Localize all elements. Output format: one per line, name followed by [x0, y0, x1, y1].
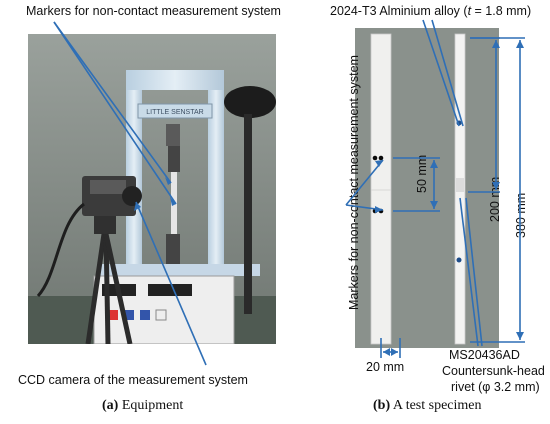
- rivet-label-line2: Countersunk-head: [442, 364, 545, 378]
- camera-label: CCD camera of the measurement system: [18, 373, 248, 387]
- markers-label-left: Markers for non-contact measurement syst…: [26, 4, 281, 18]
- alloy-label: 2024-T3 Alminium alloy (t = 1.8 mm): [330, 4, 532, 18]
- caption-equipment: (a) Equipment: [102, 398, 184, 413]
- equipment-photo: LITTLE SENSTAR: [28, 34, 276, 345]
- width-label: 20 mm: [366, 360, 405, 374]
- equipment-illustration: LITTLE SENSTAR: [28, 34, 276, 345]
- specimen-illustration: [355, 28, 499, 348]
- rivet-label-line1: MS20436AD: [449, 348, 520, 362]
- alloy-leader-1: [422, 19, 460, 127]
- rivet-label-line3: rivet (φ 3.2 mm): [451, 380, 540, 394]
- specimen-photo: [355, 28, 499, 348]
- camera-leader: [135, 201, 207, 366]
- markers-leader-upper: [53, 21, 172, 184]
- alloy-leader-2: [431, 19, 464, 127]
- rivet-leader-2: [465, 197, 483, 347]
- caption-specimen: (b) A test specimen: [373, 398, 482, 413]
- machine-brand-text: LITTLE SENSTAR: [146, 109, 203, 116]
- markers-leader-lower: [53, 21, 177, 205]
- rivet-leader-1: [459, 197, 479, 347]
- markers-leader-right-top: [345, 159, 384, 206]
